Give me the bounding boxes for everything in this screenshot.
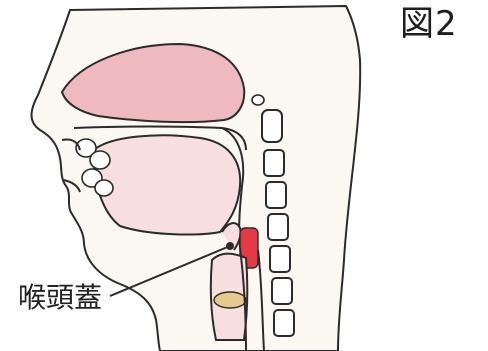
atlas-bone [252,95,264,105]
figure-label: 図2 [400,4,458,44]
vertebra [270,246,290,272]
vertebra [262,110,282,142]
vertebra [274,310,294,336]
epiglottis-label: 喉頭蓋 [18,282,102,314]
vertebra [264,150,284,176]
vertebra [268,214,288,240]
thyroid-cartilage [214,292,246,308]
lower-tooth-back [95,180,113,196]
vertebra [266,182,286,208]
vertebra [272,278,292,304]
tongue [94,135,240,234]
upper-tooth-back [90,151,110,169]
epiglottis-pointer-dot [226,242,234,250]
